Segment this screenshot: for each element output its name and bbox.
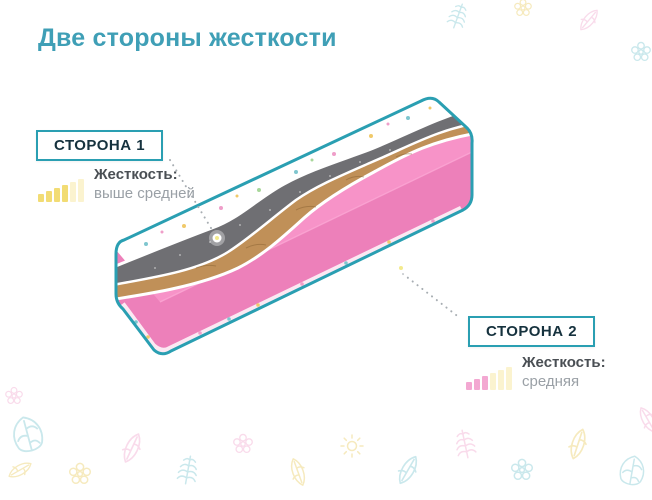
side1-firmness-text: Жесткость: выше средней [94, 166, 195, 202]
mattress-outline [114, 96, 474, 356]
firmness-bar [62, 185, 68, 202]
layer-seams [116, 102, 473, 304]
side2-firmness-bars [466, 364, 512, 390]
side1-firmness-bars [38, 176, 84, 202]
doodle-fern [445, 0, 471, 32]
side1-label: СТОРОНА 1 [36, 130, 164, 161]
doodle-leaf [575, 5, 603, 35]
doodle-leaf [565, 426, 591, 462]
side2-firmness-text: Жесткость: средняя [522, 354, 606, 390]
connector-side2 [402, 273, 461, 319]
firmness-bar [70, 182, 76, 202]
firmness-bar [78, 179, 84, 202]
doodle-flower [5, 386, 23, 405]
marker-side2 [393, 260, 409, 276]
callouts [169, 159, 461, 319]
doodle-monstera-leaf [8, 412, 47, 455]
doodle-flower [233, 433, 253, 454]
firmness-bar [474, 379, 480, 390]
firmness-bar [38, 194, 44, 202]
doodle-monstera-leaf [617, 453, 647, 488]
quilt-floral-print [144, 106, 432, 246]
connector-side1 [169, 159, 215, 234]
layer-felt-gray [116, 104, 473, 288]
doodle-leaf [392, 451, 424, 489]
side2-firmness-value: средняя [522, 373, 580, 390]
firmness-bar [54, 188, 60, 202]
firmness-bar [46, 191, 52, 202]
doodle-fern [175, 453, 201, 487]
doodle-flower [510, 458, 534, 481]
side1-firmness-block: Жесткость: выше средней [38, 166, 195, 202]
side2-firmness-label: Жесткость: [522, 354, 606, 371]
firmness-bar [466, 382, 472, 390]
firmness-bar [490, 373, 496, 390]
side2-firmness-block: Жесткость: средняя [466, 354, 606, 390]
firmness-bar [482, 376, 488, 390]
side1-firmness-label: Жесткость: [94, 166, 178, 183]
mattress-front-face [116, 152, 472, 354]
doodle-leaf [634, 403, 652, 437]
side2-label: СТОРОНА 2 [468, 316, 596, 347]
firmness-bar [498, 370, 504, 390]
doodle-sun [340, 434, 364, 458]
doodle-flower [514, 0, 532, 17]
doodle-leaf [5, 457, 35, 483]
layer-coir [116, 122, 473, 302]
doodle-flower [68, 462, 92, 485]
side1-firmness-value: выше средней [94, 185, 195, 202]
firmness-bar [506, 367, 512, 390]
felt-texture [154, 149, 391, 269]
doodle-fern [452, 427, 478, 461]
page-title: Две стороны жесткости [38, 24, 337, 52]
doodle-flower [631, 41, 651, 62]
coir-texture [195, 153, 413, 269]
doodle-leaf [285, 455, 311, 489]
doodle-leaf [117, 429, 147, 467]
marker-side1 [209, 230, 225, 246]
